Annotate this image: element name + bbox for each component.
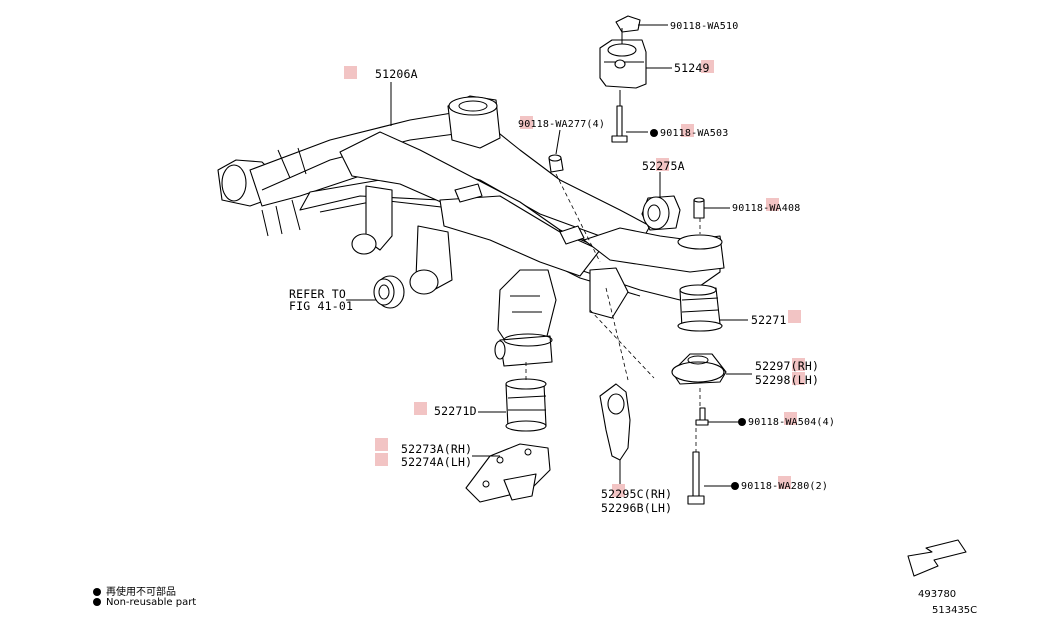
highlight-mark — [792, 358, 805, 371]
small-bushing — [548, 154, 601, 263]
bracket-plate — [465, 443, 551, 503]
cushion-52271 — [677, 284, 723, 332]
bolts-right — [687, 388, 709, 505]
label-brace-lh: 52296B(LH) — [601, 501, 673, 515]
non-reusable-dots — [650, 129, 746, 490]
highlight-mark — [375, 438, 388, 451]
highlight-mark — [375, 453, 388, 466]
label-mount-top: 51249 — [674, 61, 710, 75]
highlight-mark — [612, 484, 625, 497]
highlight-mark — [784, 412, 797, 425]
legend-non-reusable-en: Non-reusable part — [93, 597, 196, 608]
bullet-dot-icon — [93, 598, 101, 606]
label-refer-fig: FIG 41-01 — [289, 299, 354, 313]
illustration-code: 493780 — [918, 589, 957, 600]
bushing-52275a — [641, 195, 681, 231]
highlight-mark — [792, 372, 805, 385]
label-bolt-b: 90118-WA503 — [660, 128, 729, 139]
label-bolt-c: 90118-WA408 — [732, 203, 801, 214]
label-brace-rh: 52295C(RH) — [601, 487, 673, 501]
highlight-mark — [681, 124, 694, 137]
label-bracket-lh: 52274A(LH) — [401, 455, 473, 469]
suspension-subframe — [217, 95, 725, 367]
highlight-mark — [766, 198, 779, 211]
highlight-mark — [520, 116, 533, 129]
figure-code: 513435C — [932, 605, 978, 616]
label-bracket-rh: 52273A(RH) — [401, 442, 473, 456]
stopper-plate — [671, 353, 727, 385]
highlight-mark — [788, 310, 801, 323]
highlight-mark — [778, 476, 791, 489]
highlight-mark — [414, 402, 427, 415]
front-direction-arrow-icon — [907, 539, 967, 577]
label-subframe: 51206A — [375, 67, 418, 81]
collar — [693, 197, 705, 234]
label-bolt-d: 90118-WA504(4) — [748, 417, 836, 428]
label-bolt-a: 90118-WA277(4) — [518, 119, 606, 130]
legend-non-reusable-jp: 再使用不可部品 — [93, 583, 176, 598]
cushion-52271d — [505, 362, 547, 432]
highlight-mark — [344, 66, 357, 79]
bullet-dot-icon — [93, 588, 101, 596]
label-bolt-e: 90118-WA280(2) — [741, 481, 829, 492]
rear-mount-51249 — [599, 15, 647, 143]
label-bushing-arm: 52275A — [642, 159, 685, 173]
legend-text-jp: 再使用不可部品 — [106, 587, 176, 598]
highlight-mark — [656, 158, 669, 171]
label-cushion-right: 52271 — [751, 313, 787, 327]
label-refer-to: REFER TO — [289, 287, 346, 301]
brace-plate — [589, 287, 655, 461]
highlight-mark — [701, 60, 714, 73]
label-cushion-left: 52271D — [434, 404, 477, 418]
leader-lines — [346, 24, 752, 488]
label-stopper-lh: 52298(LH) — [755, 373, 820, 387]
legend-text-en: Non-reusable part — [106, 597, 197, 608]
label-stopper-rh: 52297(RH) — [755, 359, 820, 373]
label-bolt-top: 90118-WA510 — [670, 21, 739, 32]
